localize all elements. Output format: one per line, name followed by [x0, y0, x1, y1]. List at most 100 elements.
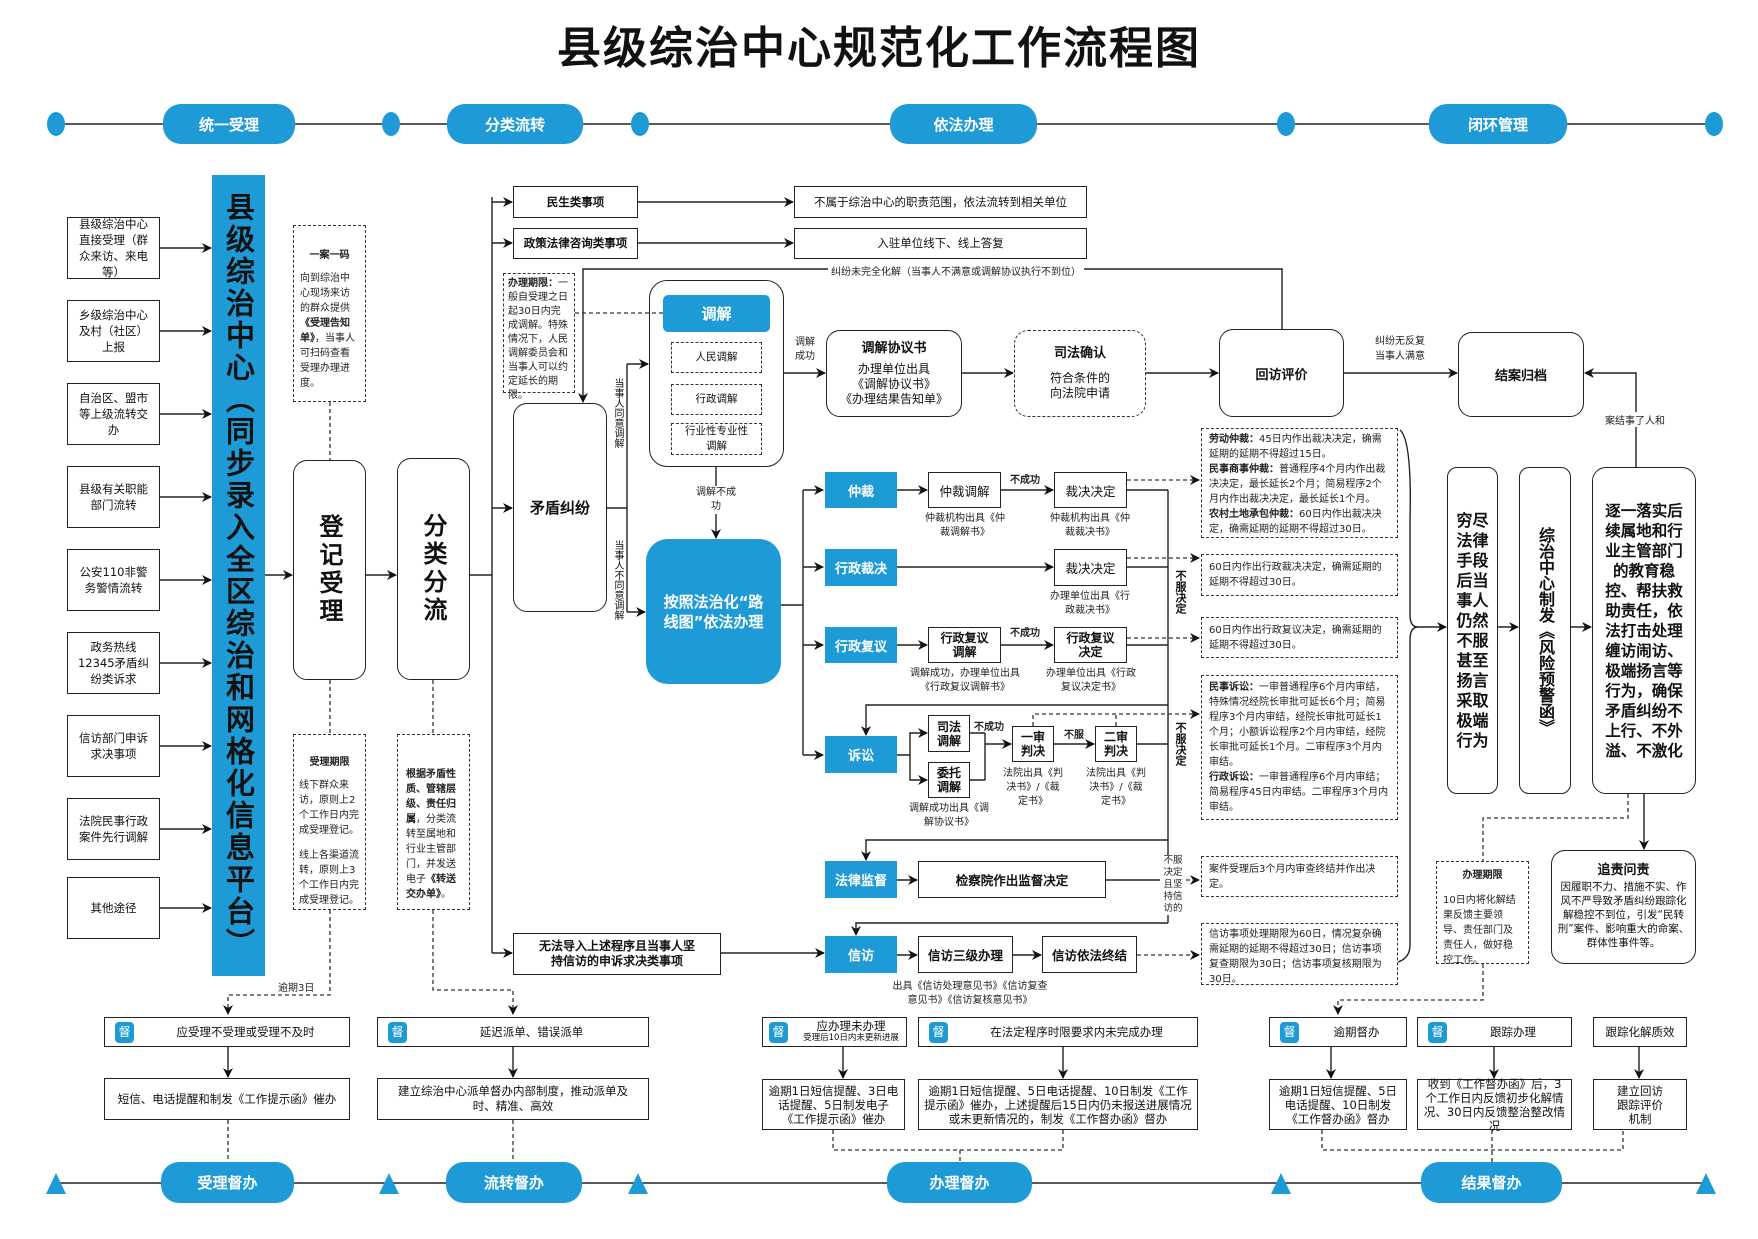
satisfied-label: 纠纷无反复当事人满意: [1375, 336, 1425, 362]
review-deadline-note: 60日内作出行政复议决定，确需延期的延期不得超过30日。: [1201, 617, 1398, 658]
note-text: 45日内作出裁决决定，确需延期的延期不得超过15日。: [1209, 434, 1382, 460]
supervise-badge-icon: 督: [929, 1021, 948, 1043]
mediation-type-administrative: 行政调解: [671, 384, 762, 415]
supervision-trigger-tracking: 督 跟踪办理: [1417, 1017, 1572, 1047]
trigger-subtext: 受理后10日内未更新进展: [803, 1033, 899, 1043]
acceptance-deadline-note: 受理期限 线下群众来访，原则上2个工作日内完成受理登记。 线上各渠道流转，原则上…: [293, 734, 366, 910]
risk-warning-box: 综治中心制发《风险预警函》: [1519, 467, 1571, 794]
mediation-type-professional: 行业性专业性调解: [671, 423, 762, 455]
review-mediation-box: 行政复议调解: [928, 627, 1001, 663]
supervision-trigger-overdue: 督 逾期督办: [1269, 1017, 1407, 1047]
note-bold: 民事商事仲裁：: [1209, 464, 1279, 475]
first-instance-box: 一审判决: [1012, 726, 1054, 762]
supervision-trigger-transfer: 督延迟派单、错误派单: [377, 1017, 649, 1047]
one-case-one-code-note: 一案一码 向到综治中心现场来访的群众提供《受理告知单》，当事人可扫码查看受理办理…: [293, 225, 366, 402]
note-bold: 劳动仲裁：: [1209, 434, 1259, 445]
solid-lines: [470, 197, 1419, 963]
box-line: 《办理结果告知单》: [839, 391, 948, 406]
supervision-action-tracking: 收到《工作督办函》后，3个工作日内反馈初步化解情况、30日内反馈整治整改情况: [1417, 1077, 1572, 1133]
case-archive-box: 结案归档: [1458, 332, 1584, 417]
classify-distribute-box: 分类分流: [397, 458, 470, 680]
platform-bar: 县级综治中心（同步录入全区综治和网格化信息平台）: [212, 175, 265, 976]
arbitration-deadline-note: 劳动仲裁：45日内作出裁决决定，确需延期的延期不得超过15日。 民事商事仲裁：普…: [1201, 428, 1398, 538]
channel-arbitration: 仲裁: [825, 472, 897, 508]
phase-classified-transfer: 分类流转: [447, 104, 583, 144]
supervision-action-quality: 建立回访跟踪评价机制: [1593, 1079, 1687, 1130]
source-item: 公安110非警务警情流转: [67, 549, 160, 611]
review-decision-caption: 办理单位出具《行政复议决定书》: [1046, 668, 1136, 693]
overdue-label: 逾期3日: [278, 979, 315, 994]
mediation-agreement-box: 调解协议书 办理单位出具 《调解协议书》 《办理结果告知单》: [826, 330, 962, 417]
channel-legal-supervision: 法律监督: [825, 861, 897, 898]
supervision-trigger-handling: 督 应办理未办理受理后10日内未更新进展: [762, 1017, 907, 1047]
second-instance-box: 二审判决: [1095, 726, 1137, 762]
box-title: 调解协议书: [861, 340, 927, 356]
note-text: 。: [441, 889, 451, 900]
adjudication-decision-box: 裁决决定: [1054, 549, 1127, 586]
trigger-text: 应办理未办理: [816, 1019, 886, 1033]
arbitration-award-caption: 仲裁机构出具《仲裁裁决书》: [1050, 513, 1130, 538]
note-text: 10日内将化解结果反馈主要领导、责任部门及责任人，做好稳控工作。: [1443, 895, 1516, 966]
phase-unified-acceptance: 统一受理: [163, 104, 295, 144]
supervise-badge-icon: 督: [1280, 1021, 1299, 1043]
closure-deadline-note: 办理期限 10日内将化解结果反馈主要领导、责任部门及责任人，做好稳控工作。: [1436, 861, 1529, 966]
supervision-trigger-acceptance: 督应受理不受理或受理不及时: [104, 1017, 350, 1047]
note-title: 办理期限: [1462, 870, 1503, 881]
petition-termination-box: 信访依法终结: [1042, 936, 1137, 973]
box-line: 向法院申请: [1049, 386, 1110, 400]
channel-litigation: 诉讼: [825, 736, 897, 773]
note-text: 普通程序4个月内作出裁决决定，最长延长2个月；简易程序2个月内作出裁决决定，最长…: [1209, 464, 1386, 505]
note-text: 线下群众来访，原则上2个工作日内完成受理登记。: [299, 780, 359, 836]
trigger-text: 逾期督办: [1333, 1024, 1380, 1039]
petition-three-level-box: 信访三级办理: [918, 936, 1013, 973]
channel-administrative-review: 行政复议: [825, 627, 897, 663]
refuse-label: 不服: [1064, 730, 1084, 741]
resolved-label: 案结事了人和: [1603, 412, 1667, 427]
source-item: 乡级综治中心及村（社区）上报: [67, 300, 160, 362]
note-text: 一审普通程序6个月内审结，特殊情况经院长审批可延长6个月；简易程序3个月内审结，…: [1209, 682, 1386, 768]
arbitration-fail-label: 不成功: [1010, 475, 1040, 486]
category-livelihood: 民生类事项: [513, 186, 638, 218]
adjudication-deadline-note: 60日内作出行政裁决决定，确需延期的延期不得超过30日。: [1201, 554, 1398, 596]
arbitration-mediation-box: 仲裁调解: [928, 472, 1001, 508]
litigation-mediation-caption: 调解成功出具《调解协议书》: [909, 803, 989, 828]
box-text: 因履职不力、措施不实、作风不严导致矛盾纠纷跟踪化解稳控不到位，引发“民转刑”案件…: [1557, 881, 1690, 949]
supervise-badge-icon: 督: [769, 1021, 788, 1043]
phase-acceptance-supervision: 受理督办: [161, 1162, 294, 1203]
phase-closed-loop: 闭环管理: [1429, 104, 1567, 144]
procuratorate-decision-box: 检察院作出监督决定: [918, 861, 1106, 898]
stabilization-box: 逐一落实后续属地和行业主管部门的教育稳控、帮扶救助责任，依法打击处理缠访闹访、极…: [1592, 467, 1696, 794]
mediation-type-people: 人民调解: [671, 342, 762, 373]
box-title: 追责问责: [1597, 863, 1650, 878]
note-text: ，当事人可扫码查看受理办理进度。: [300, 333, 355, 389]
channel-petition: 信访: [825, 936, 897, 973]
litigation-deadline-note: 民事诉讼：一审普通程序6个月内审结，特殊情况经院长审批可延长6个月；简易程序3个…: [1201, 675, 1398, 820]
mediation-success-label: 调解成功: [795, 337, 815, 362]
revisit-evaluation-box: 回访评价: [1219, 329, 1344, 417]
trigger-text: 应受理不受理或受理不及时: [176, 1024, 315, 1039]
refuse-decision-label-2: 不服决定: [1174, 722, 1187, 766]
legal-route-box: 按照法治化“路线图”依法办理: [646, 539, 781, 684]
box-line: 办理单位出具: [857, 361, 930, 376]
note-bold: 《受理告知单》: [300, 318, 350, 344]
source-item: 法院民事行政案件先行调解: [67, 798, 160, 860]
petition-deadline-note: 信访事项处理期限为60日，情况复杂确需延期的延期不得超过30日；信访事项复查期限…: [1201, 923, 1398, 985]
arbitration-mediation-caption: 仲裁机构出具《仲裁调解书》: [925, 513, 1005, 538]
litigation-fail-label: 不成功: [974, 722, 1004, 733]
second-instance-caption: 法院出具《判决书》/《裁定书》: [1086, 768, 1146, 807]
note-title: 办理期限：: [508, 278, 558, 289]
phase-transfer-supervision: 流转督办: [446, 1162, 582, 1203]
supervision-action-statutory: 逾期1日短信提醒、5日电话提醒、10日制发《工作提示函》催办，上述提醒后15日内…: [918, 1079, 1198, 1130]
phase-result-supervision: 结果督办: [1421, 1162, 1562, 1203]
note-title: 一案一码: [309, 250, 350, 261]
trigger-text: 跟踪办理: [1490, 1024, 1536, 1039]
first-instance-caption: 法院出具《判决书》/《裁定书》: [1003, 768, 1063, 807]
box-line: 《调解协议书》: [851, 376, 936, 391]
refuse-decision-label: 不服决定: [1174, 570, 1187, 614]
note-title: 受理期限: [309, 757, 350, 768]
supervise-badge-icon: 督: [1428, 1021, 1447, 1043]
category-policy-consult: 政策法律咨询类事项: [513, 228, 638, 259]
note-text: 60日内作出裁决决定，确需延期的延期不得超过30日。: [1209, 509, 1382, 535]
mediation-deadline-note: 办理期限：一般自受理之日起30日内完成调解。特殊情况下，人民调解委员会和当事人可…: [503, 273, 575, 401]
